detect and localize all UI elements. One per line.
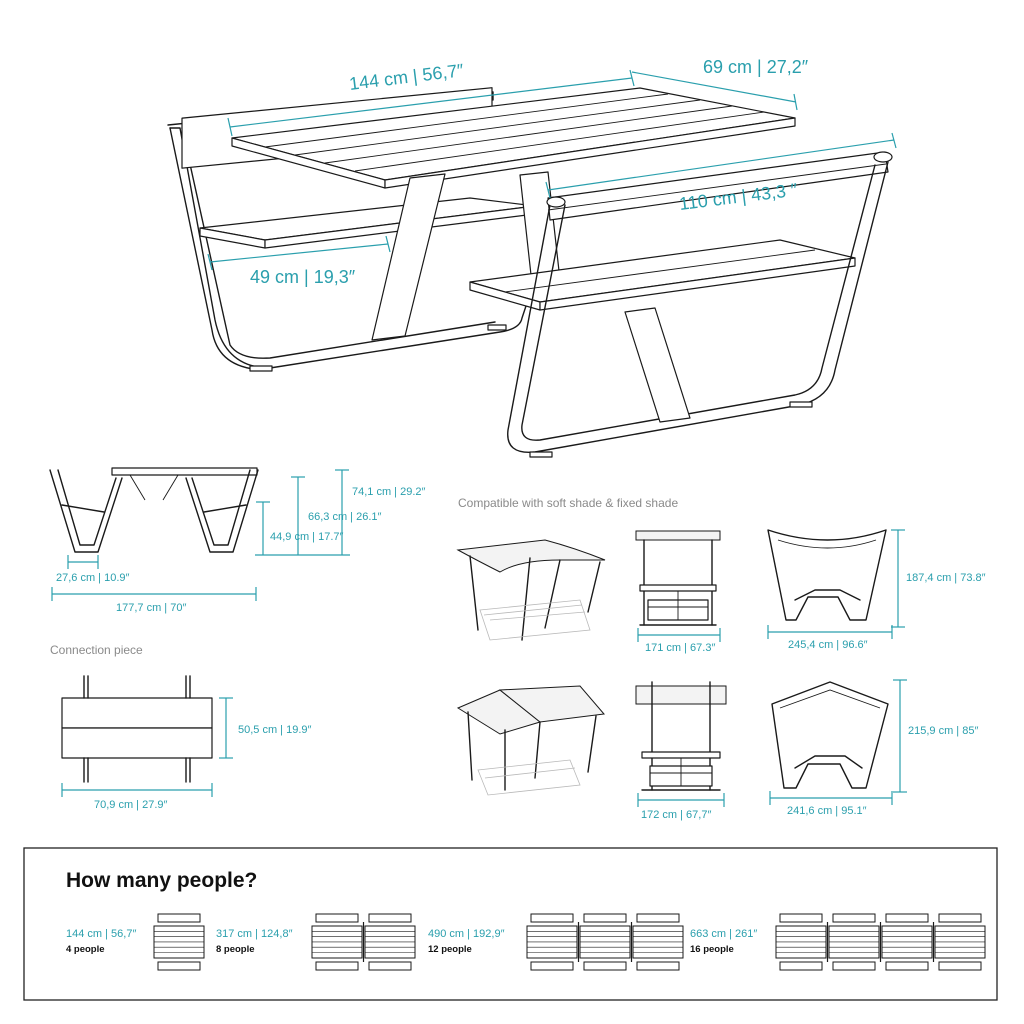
plan-bench — [315, 913, 359, 923]
plan-bench — [885, 961, 929, 971]
people-panel — [23, 847, 998, 1001]
connection-piece-illustration — [61, 675, 213, 783]
connection-caption: Connection piece — [50, 643, 143, 657]
plan-bench — [583, 913, 627, 923]
total-height-label: 74,1 cm | 29.2″ — [352, 486, 426, 498]
plan-bench — [315, 961, 359, 971]
plan-bench — [368, 913, 412, 923]
main-table-illustration — [167, 87, 893, 458]
side-view-illustration — [49, 467, 259, 553]
option-1-count: 4 people — [66, 944, 105, 955]
option-3-count: 12 people — [428, 944, 472, 955]
plan-bench — [938, 961, 982, 971]
seat-depth-label: 49 cm | 19,3″ — [250, 267, 356, 287]
shades-caption: Compatible with soft shade & fixed shade — [458, 496, 678, 510]
seat-height-label: 44,9 cm | 17.7″ — [270, 531, 344, 543]
plan-bench — [832, 913, 876, 923]
main-dimensions — [207, 69, 897, 271]
length-label: 144 cm | 56,7″ — [348, 60, 465, 94]
plan-bench — [885, 913, 929, 923]
option-4-count: 16 people — [690, 944, 734, 955]
plan-bench — [779, 913, 823, 923]
plan-bench — [583, 961, 627, 971]
soft-shade-dimensions — [637, 529, 905, 642]
soft-shade-height-label: 187,4 cm | 73.8″ — [906, 572, 986, 584]
plan-option-2 — [311, 913, 416, 971]
option-4-length: 663 cm | 261″ — [690, 928, 757, 940]
plan-bench — [938, 913, 982, 923]
table-plan-diagrams — [153, 913, 986, 971]
plan-bench — [530, 961, 574, 971]
soft-shade-front — [635, 530, 721, 626]
fixed-shade-front — [635, 681, 727, 791]
fixed-shade-height-label: 215,9 cm | 85″ — [908, 725, 978, 737]
length-dim-line — [229, 77, 633, 128]
side-view-dimensions — [51, 469, 350, 601]
fixed-shade-side — [771, 681, 889, 789]
plan-bench — [530, 913, 574, 923]
option-2-count: 8 people — [216, 944, 255, 955]
soft-shade-front-width-label: 171 cm | 67.3″ — [645, 642, 715, 654]
plan-bench — [157, 961, 201, 971]
people-title: How many people? — [66, 869, 257, 892]
plan-option-4 — [775, 913, 986, 971]
seat-depth-dim-line — [209, 243, 389, 263]
plan-option-1 — [153, 913, 205, 971]
soft-shade-perspective — [456, 539, 606, 641]
plan-bench — [832, 961, 876, 971]
fixed-shade-perspective — [456, 685, 605, 796]
soft-shade-side-width-label: 245,4 cm | 96.6″ — [788, 639, 868, 651]
connection-width-label: 70,9 cm | 27.9″ — [94, 799, 168, 811]
bench-length-dim-line — [547, 139, 895, 191]
plan-bench — [636, 961, 680, 971]
width-dim-line — [631, 71, 797, 103]
option-3-length: 490 cm | 192,9″ — [428, 928, 505, 940]
fixed-shade-dimensions — [637, 679, 907, 807]
fixed-shade-side-width-label: 241,6 cm | 95.1″ — [787, 805, 867, 817]
plan-bench — [157, 913, 201, 923]
plan-option-3 — [526, 913, 684, 971]
plan-bench — [779, 961, 823, 971]
total-width-label: 177,7 cm | 70″ — [116, 602, 186, 614]
foot-width-label: 27,6 cm | 10.9″ — [56, 572, 130, 584]
table-height-label: 66,3 cm | 26.1″ — [308, 511, 382, 523]
connection-dimensions — [61, 697, 233, 797]
width-label: 69 cm | 27,2″ — [703, 57, 809, 77]
plan-bench — [368, 961, 412, 971]
connection-depth-label: 50,5 cm | 19.9″ — [238, 724, 312, 736]
soft-shade-side — [767, 529, 887, 621]
plan-bench — [636, 913, 680, 923]
option-2-length: 317 cm | 124,8″ — [216, 928, 293, 940]
fixed-shade-front-width-label: 172 cm | 67,7″ — [641, 809, 711, 821]
option-1-length: 144 cm | 56,7″ — [66, 928, 136, 940]
